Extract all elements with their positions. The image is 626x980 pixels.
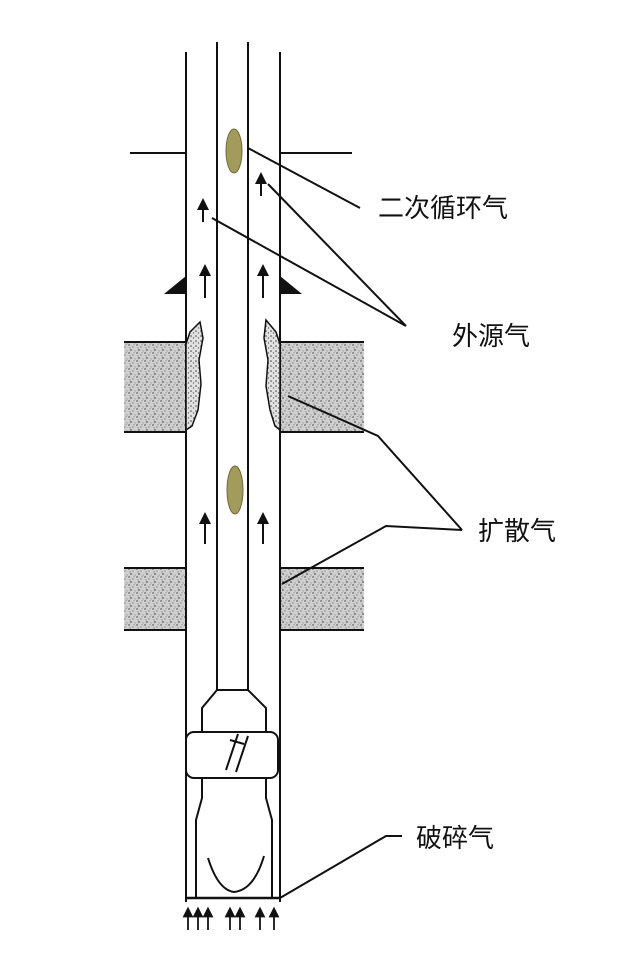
label-secondary-circulation-gas: 二次循环气 [378, 194, 509, 224]
diffusion-zone-right [263, 318, 281, 432]
crushing-gas-arrows [182, 906, 280, 930]
leader-diffusion-upper [287, 395, 463, 531]
label-crushing-gas: 破碎气 [416, 824, 495, 854]
gas-bubble-lower [226, 465, 244, 515]
stabilizer [185, 731, 279, 779]
label-external-source-gas: 外源气 [452, 322, 531, 352]
leader-external-source-b [267, 183, 407, 327]
casing-shoe-right [280, 276, 302, 294]
leader-external-source-a [211, 217, 407, 327]
drill-bit-assembly [185, 689, 280, 900]
label-diffusion-gas: 扩散气 [478, 517, 557, 547]
formation-layer-upper [124, 341, 364, 433]
leader-lines [211, 147, 463, 899]
diffusion-zone-left [185, 320, 204, 432]
flow-arrows [197, 172, 269, 544]
bit-face [207, 855, 265, 894]
formation-layer-lower [124, 567, 364, 631]
leader-crushing [279, 835, 402, 899]
gas-bubble-upper [225, 128, 243, 174]
casing-shoe-left [164, 276, 186, 294]
leader-diffusion-lower [281, 524, 463, 585]
leader-secondary-circulation [247, 147, 361, 209]
